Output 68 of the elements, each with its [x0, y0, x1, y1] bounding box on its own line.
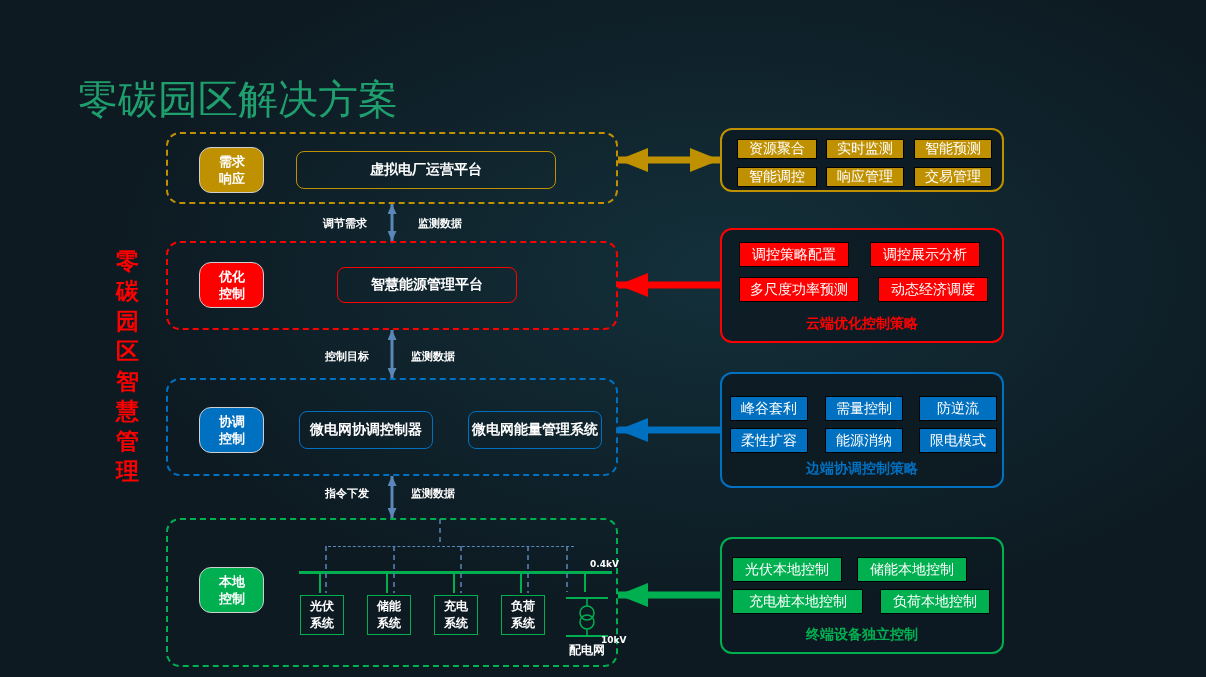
strategy-panel — [720, 537, 1004, 654]
signal-line — [439, 518, 441, 545]
platform-box: 智慧能源管理平台 — [337, 267, 517, 303]
arrow-note: 监测数据 — [418, 216, 462, 231]
feature-tag: 防逆流 — [919, 396, 997, 421]
arrow — [387, 204, 397, 241]
feature-tag: 限电模式 — [919, 428, 997, 453]
signal-line — [460, 545, 462, 594]
level-badge: 优化控制 — [199, 262, 264, 308]
arrow-note: 指令下发 — [325, 486, 369, 501]
platform-box: 微电网协调控制器 — [299, 411, 433, 449]
feature-tag: 响应管理 — [826, 167, 904, 187]
panel-title: 边端协调控制策略 — [805, 460, 919, 478]
feature-tag: 调控展示分析 — [870, 242, 980, 267]
system-box: 光伏系统 — [300, 595, 344, 635]
wire — [386, 571, 388, 594]
feature-tag: 需量控制 — [825, 396, 903, 421]
voltage-label: 10kV — [601, 635, 627, 645]
feature-tag: 柔性扩容 — [730, 428, 808, 453]
level-badge: 需求响应 — [199, 147, 264, 193]
feature-tag: 能源消纳 — [825, 428, 903, 453]
feature-tag: 调控策略配置 — [739, 242, 849, 267]
arrow — [387, 476, 397, 518]
feature-tag: 资源聚合 — [737, 139, 817, 159]
feature-tag: 储能本地控制 — [857, 557, 967, 582]
panel-title: 终端设备独立控制 — [805, 626, 919, 644]
wire — [520, 571, 522, 594]
arrow-note: 监测数据 — [411, 486, 455, 501]
feature-tag: 交易管理 — [914, 167, 992, 187]
node-label: 配电网 — [568, 643, 605, 659]
platform-box: 虚拟电厂运营平台 — [296, 151, 556, 189]
vertical-heading: 零碳园区智慧管理 — [114, 246, 140, 486]
signal-line — [325, 545, 327, 594]
dashed-frame — [166, 132, 618, 204]
wire — [584, 571, 586, 593]
wire — [319, 571, 321, 594]
arrow-note: 监测数据 — [411, 349, 455, 364]
level-badge: 协调控制 — [199, 407, 264, 453]
signal-line — [393, 545, 395, 594]
wire — [453, 571, 455, 594]
platform-box: 微电网能量管理系统 — [468, 411, 602, 449]
bus-bar — [299, 571, 612, 574]
system-box: 负荷系统 — [501, 595, 545, 635]
feature-tag: 实时监测 — [826, 139, 904, 159]
arrow-note: 调节需求 — [323, 216, 367, 231]
feature-tag: 光伏本地控制 — [732, 557, 842, 582]
level-badge: 本地控制 — [199, 567, 264, 613]
feature-tag: 负荷本地控制 — [880, 589, 990, 614]
dashed-frame — [166, 378, 618, 476]
strategy-panel — [720, 228, 1004, 343]
dashed-frame — [166, 241, 618, 330]
arrow — [387, 330, 397, 378]
feature-tag: 动态经济调度 — [878, 277, 988, 302]
voltage-label: 0.4kV — [590, 559, 619, 569]
system-box: 储能系统 — [367, 595, 411, 635]
panel-title: 云端优化控制策略 — [805, 315, 919, 333]
feature-tag: 智能预测 — [914, 139, 992, 159]
feature-tag: 多尺度功率预测 — [739, 277, 859, 302]
strategy-panel — [720, 372, 1004, 488]
feature-tag: 充电桩本地控制 — [732, 589, 863, 614]
signal-line — [566, 545, 568, 593]
feature-tag: 智能调控 — [737, 167, 817, 187]
feature-tag: 峰谷套利 — [730, 396, 808, 421]
system-box: 充电系统 — [434, 595, 478, 635]
title: 零碳园区解决方案 — [78, 75, 398, 124]
signal-line — [527, 545, 529, 594]
strategy-panel — [720, 128, 1004, 192]
arrow-note: 控制目标 — [325, 349, 369, 364]
